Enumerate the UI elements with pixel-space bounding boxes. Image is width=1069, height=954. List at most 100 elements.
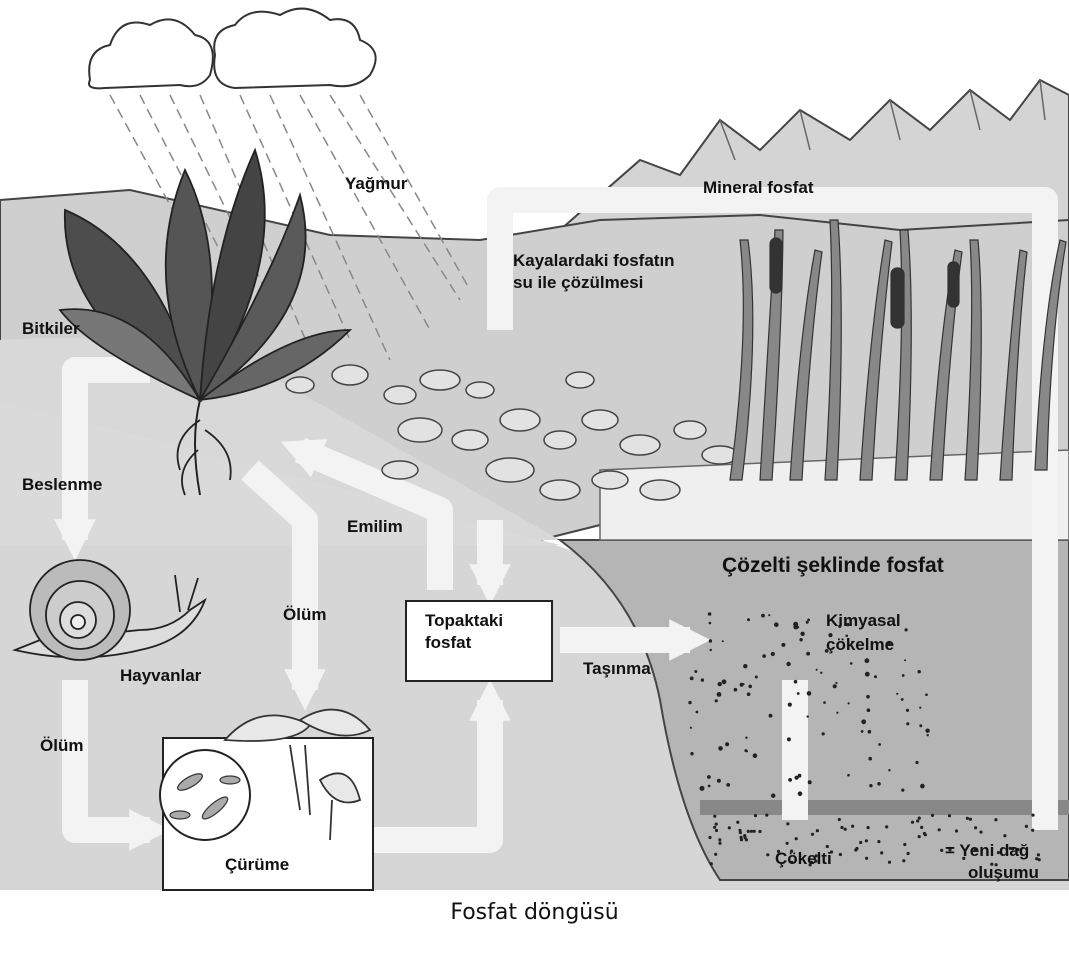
- phosphate-particle: [708, 785, 711, 788]
- phosphate-particle: [718, 746, 723, 751]
- phosphate-particle: [690, 727, 692, 729]
- phosphate-particle: [781, 643, 785, 647]
- phosphate-particle: [745, 737, 747, 739]
- phosphate-particle: [896, 693, 898, 695]
- sediment-particle: [1037, 853, 1040, 856]
- phosphate-particle: [835, 682, 837, 684]
- phosphate-particle: [847, 774, 850, 777]
- phosphate-particle: [768, 614, 770, 616]
- sediment-particle: [744, 836, 747, 839]
- sediment-particle: [955, 829, 958, 832]
- sediment-particle: [903, 843, 906, 846]
- phosphate-particle: [806, 652, 810, 656]
- sediment-particle: [1003, 834, 1006, 837]
- phosphate-particle: [708, 612, 712, 616]
- phosphate-particle: [701, 678, 704, 681]
- sediment-particle: [918, 835, 921, 838]
- sediment-particle: [766, 853, 769, 856]
- sediment-particle: [710, 862, 713, 865]
- phosphate-particle: [761, 614, 765, 618]
- phosphate-particle: [771, 652, 775, 656]
- sediment-particle: [739, 831, 742, 834]
- phosphate-particle: [709, 639, 712, 642]
- mineral-phosphate-label: Mineral fosfat: [703, 177, 814, 198]
- phosphate-particle: [800, 632, 804, 636]
- phosphate-particle: [848, 702, 850, 704]
- phosphate-particle: [822, 732, 825, 735]
- sediment-particle: [885, 825, 888, 828]
- new-mountain-label-1: = Yeni dağ: [945, 840, 1029, 861]
- sediment-particle: [786, 822, 789, 825]
- sediment-particle: [865, 839, 868, 842]
- phosphate-particle: [762, 654, 766, 658]
- phosphate-particle: [808, 780, 812, 784]
- phosphate-particle: [888, 769, 890, 771]
- sediment-particle: [969, 818, 972, 821]
- sediment-particle: [718, 842, 721, 845]
- phosphate-particle: [690, 752, 693, 755]
- phosphate-particle: [753, 753, 758, 758]
- chemical-precipitation-label-2: çökelme: [826, 634, 894, 655]
- phosphate-particle: [717, 779, 721, 783]
- phosphate-particle: [690, 677, 694, 681]
- phosphate-particle: [771, 794, 775, 798]
- phosphate-particle: [709, 622, 712, 625]
- sediment-label: Çökelti: [775, 848, 832, 869]
- phosphate-particle: [918, 670, 921, 673]
- sediment-particle: [918, 817, 921, 820]
- sediment-particle: [1025, 825, 1028, 828]
- phosphate-particle: [861, 730, 864, 733]
- sediment-particle: [994, 818, 997, 821]
- rock-dissolution-label-1: Kayalardaki fosfatın: [513, 250, 675, 271]
- rock-dissolution-label-2: su ile çözülmesi: [513, 272, 643, 293]
- sediment-particle: [924, 833, 927, 836]
- soil-phosphate-label-2: fosfat: [425, 632, 551, 654]
- sediment-particle: [938, 828, 941, 831]
- sediment-particle: [907, 852, 910, 855]
- sediment-particle: [916, 819, 919, 822]
- phosphate-particle: [820, 672, 822, 674]
- phosphate-particle: [725, 742, 729, 746]
- phosphate-particle: [927, 734, 929, 736]
- phosphate-particle: [774, 622, 779, 627]
- sediment-particle: [754, 814, 757, 817]
- death-left-label: Ölüm: [40, 735, 83, 756]
- phosphate-particle: [807, 691, 812, 696]
- sediment-particle: [753, 830, 756, 833]
- sediment-particle: [888, 861, 891, 864]
- sediment-particle: [736, 821, 739, 824]
- sediment-particle: [715, 829, 718, 832]
- phosphate-particle: [925, 693, 928, 696]
- sediment-particle: [747, 830, 750, 833]
- sediment-particle: [880, 851, 883, 854]
- phosphate-particle: [748, 685, 752, 689]
- phosphate-particle: [795, 776, 799, 780]
- phosphate-particle: [726, 783, 730, 787]
- sediment-particle: [715, 823, 718, 826]
- phosphate-particle: [925, 729, 929, 733]
- phosphate-particle: [823, 701, 826, 704]
- sediment-particle: [877, 840, 880, 843]
- death-center-label: Ölüm: [283, 604, 326, 625]
- sediment-particle: [940, 849, 943, 852]
- phosphate-particle: [861, 719, 866, 724]
- phosphate-particle: [919, 724, 922, 727]
- phosphate-particle: [700, 786, 705, 791]
- phosphate-particle: [865, 658, 870, 663]
- phosphate-particle: [747, 618, 750, 621]
- phosphate-particle: [816, 669, 818, 671]
- phosphate-particle: [696, 711, 699, 714]
- sediment-particle: [740, 838, 743, 841]
- sediment-particle: [838, 818, 841, 821]
- rain-label: Yağmur: [345, 173, 407, 194]
- phosphate-particle: [850, 662, 853, 665]
- sediment-particle: [816, 829, 819, 832]
- phosphate-particle: [718, 682, 722, 686]
- phosphate-particle: [868, 730, 872, 734]
- sediment-particle: [1038, 858, 1041, 861]
- sediment-particle: [902, 859, 905, 862]
- phosphate-particle: [743, 683, 745, 685]
- soil-phosphate-box: Topaktaki fosfat: [405, 600, 553, 682]
- chemical-precipitation-label-1: Kimyasal: [826, 610, 901, 631]
- sediment-particle: [931, 814, 934, 817]
